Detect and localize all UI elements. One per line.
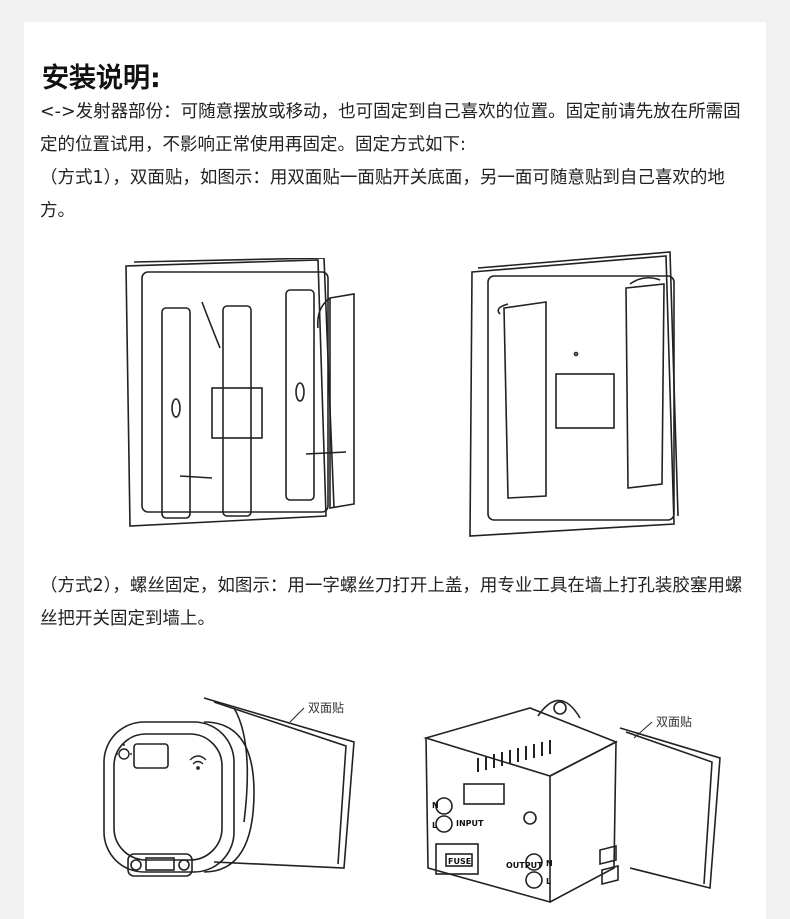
wifi-signal-icon xyxy=(189,755,207,770)
n-label-input: N xyxy=(432,801,439,810)
transmitter-description: <->发射器部份：可随意摆放或移动，也可固定到自己喜欢的位置。固定前请先放在所需… xyxy=(40,102,741,155)
output-label: OUTPUT xyxy=(506,861,543,870)
instruction-card: 安装说明: <->发射器部份：可随意摆放或移动，也可固定到自己喜欢的位置。固定前… xyxy=(24,22,766,919)
tape-label-right: 双面贴 xyxy=(656,715,692,729)
tape-label-left: 双面贴 xyxy=(308,701,344,715)
method-2-description: （方式2），螺丝固定，如图示：用一字螺丝刀打开上盖，用专业工具在墙上打孔装胶塞用… xyxy=(40,576,743,629)
l-label-output: L xyxy=(546,877,551,886)
round-unit-tape-figure: 双面贴 xyxy=(103,697,355,877)
light-bulb-icon xyxy=(116,744,132,760)
input-label: INPUT xyxy=(456,819,484,828)
switch-panel-applied-figure xyxy=(469,251,679,537)
switch-panel-tape-figure xyxy=(125,258,355,527)
n-label-output: N xyxy=(546,859,553,868)
page-title: 安装说明: xyxy=(42,63,161,94)
method-1-description: （方式1），双面贴，如图示：用双面贴一面贴开关底面，另一面可随意贴到自己喜欢的地… xyxy=(40,168,725,221)
fuse-label: FUSE xyxy=(448,857,471,866)
l-label-input: L xyxy=(432,821,437,830)
receiver-box-tape-figure: N L INPUT FUSE OUTPUT N L 双面贴 xyxy=(423,699,721,904)
